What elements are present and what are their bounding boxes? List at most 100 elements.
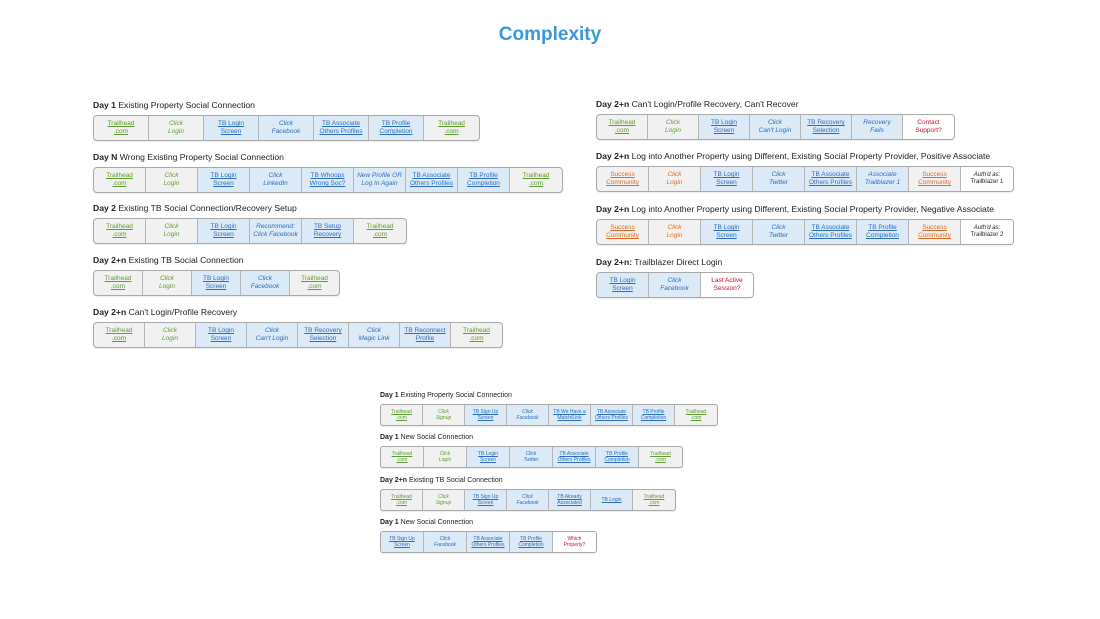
- flow-step-label: Others Profiles: [471, 542, 505, 548]
- flow-step[interactable]: Trailhead.com: [94, 116, 149, 140]
- flow-description: Log into Another Property using Differen…: [631, 204, 994, 214]
- flow-step[interactable]: Trailhead.com: [381, 405, 423, 425]
- flow-step[interactable]: Trailhead.com: [354, 219, 406, 243]
- flow-step[interactable]: Trailhead.com: [639, 447, 682, 467]
- flow-step-label: Community: [606, 179, 639, 186]
- flow-step-label: Screen: [477, 415, 494, 421]
- flow-step-label: .com: [396, 457, 408, 463]
- flow-step[interactable]: TB Login: [591, 490, 633, 510]
- flow-heading: Day N Wrong Existing Property Social Con…: [93, 152, 563, 163]
- flow-day-label: Day 2+n: [596, 99, 630, 109]
- flow-step-label: Community: [918, 179, 951, 186]
- flow-step-label: Click: [268, 172, 283, 180]
- flow-step-label: Twitter: [768, 232, 789, 239]
- flow-step-label: TB Associate: [412, 172, 451, 180]
- flow-step[interactable]: Trailhead.com: [94, 271, 143, 295]
- flow-step[interactable]: Trailhead.com: [675, 405, 717, 425]
- flow-step-label: Trailhead: [391, 451, 413, 457]
- flow-step-label: Screen: [716, 179, 737, 186]
- flow-step-label: Selection: [812, 127, 840, 134]
- flow-step-label: Session?: [713, 285, 741, 292]
- flow-step[interactable]: Trailhead.com: [451, 323, 502, 347]
- flow-block: Day N Wrong Existing Property Social Con…: [93, 152, 563, 193]
- flow-day-label: Day 2+n:: [596, 257, 633, 267]
- flow-step-label: Recommend:: [256, 223, 295, 231]
- flow-step[interactable]: Trailhead.com: [597, 115, 648, 139]
- flow-step-label: Login: [163, 231, 180, 238]
- flow-step-label: Trailhead: [301, 275, 328, 283]
- flow-step-label: Screen: [394, 542, 410, 548]
- flow-day-label: Day 2+n: [596, 151, 630, 161]
- flow-step[interactable]: Trailhead.com: [381, 490, 423, 510]
- flow-step-label: TB Profile: [469, 172, 498, 180]
- flow-step-label: Login: [438, 457, 452, 463]
- flow-step[interactable]: Trailhead.com: [424, 116, 479, 140]
- flow-step-label: Trailhead: [463, 327, 490, 335]
- flow-description: Log into Another Property using Differen…: [631, 151, 991, 161]
- flow-description: Existing Property Social Connection: [400, 392, 512, 399]
- flow-step-label: TB Login: [609, 277, 636, 285]
- flow-step[interactable]: Trailhead.com: [510, 168, 562, 192]
- flow-step-label: Click: [439, 536, 451, 542]
- flow-step[interactable]: Trailhead.com: [381, 447, 424, 467]
- flow-step-label: Completion: [866, 232, 899, 239]
- flow-step-label: TB Already: [557, 494, 582, 500]
- flow-step[interactable]: Trailhead.com: [633, 490, 675, 510]
- flow-step[interactable]: Trailhead.com: [94, 168, 146, 192]
- flow-step[interactable]: Trailhead.com: [94, 219, 146, 243]
- flow-step-label: Trailhead: [391, 494, 412, 500]
- flow-step-label: Click: [162, 327, 178, 335]
- flow-step-label: TB Associate: [559, 451, 589, 457]
- flow-step[interactable]: Trailhead.com: [94, 323, 145, 347]
- flow-step[interactable]: Trailhead.com: [290, 271, 339, 295]
